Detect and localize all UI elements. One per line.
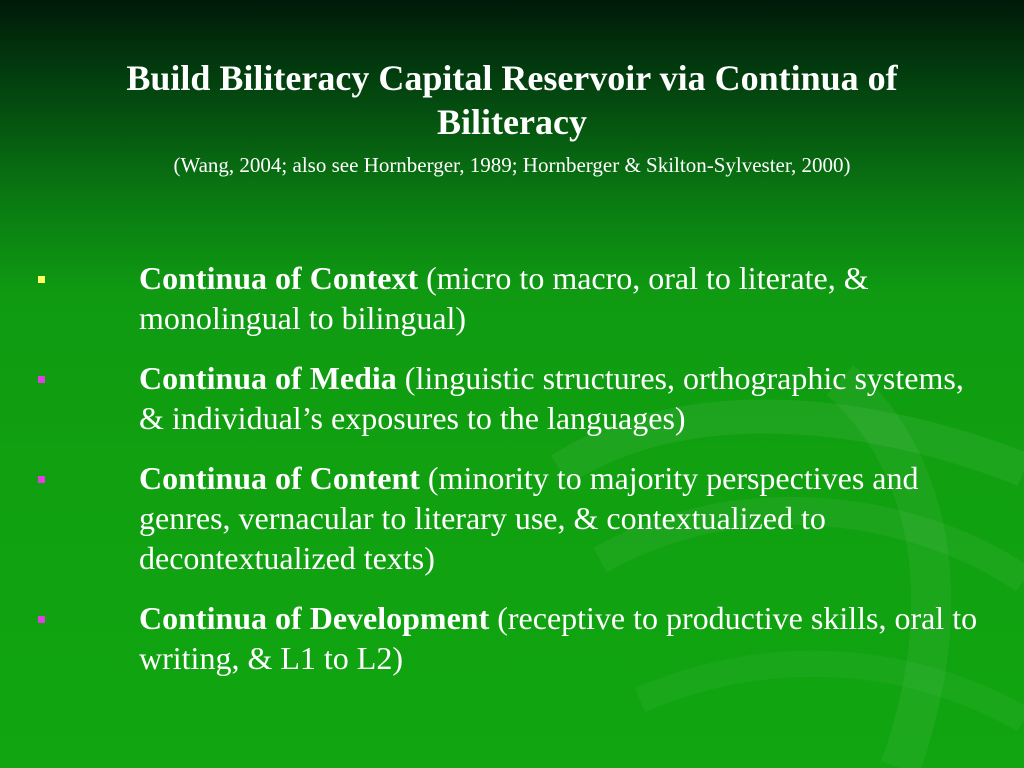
bullet-item-media: Continua of Media (linguistic structures… xyxy=(0,358,1024,438)
square-bullet-icon xyxy=(38,376,45,383)
bullet-item-content: Continua of Content (minority to majorit… xyxy=(0,458,1024,578)
bullet-term: Continua of Context xyxy=(139,260,419,296)
bullet-list: Continua of Context (micro to macro, ora… xyxy=(0,258,1024,678)
bullet-term: Continua of Development xyxy=(139,600,490,636)
slide-citation: (Wang, 2004; also see Hornberger, 1989; … xyxy=(173,153,851,177)
title-block: Build Biliteracy Capital Reservoir via C… xyxy=(60,56,964,181)
bullet-item-context: Continua of Context (micro to macro, ora… xyxy=(0,258,1024,338)
square-bullet-icon xyxy=(38,616,45,623)
bullet-term: Continua of Content xyxy=(139,460,420,496)
slide-title: Build Biliteracy Capital Reservoir via C… xyxy=(126,58,898,142)
square-bullet-icon xyxy=(38,476,45,483)
bullet-detail: (receptive to productive skills, oral to… xyxy=(139,600,978,676)
bullet-detail: (minority to majority perspectives and g… xyxy=(139,460,919,576)
bullet-detail: (linguistic structures, orthographic sys… xyxy=(139,360,964,436)
bullet-term: Continua of Media xyxy=(139,360,397,396)
bullet-item-development: Continua of Development (receptive to pr… xyxy=(0,598,1024,678)
bullet-detail: (micro to macro, oral to literate, & mon… xyxy=(139,260,869,336)
square-bullet-icon xyxy=(38,276,45,283)
